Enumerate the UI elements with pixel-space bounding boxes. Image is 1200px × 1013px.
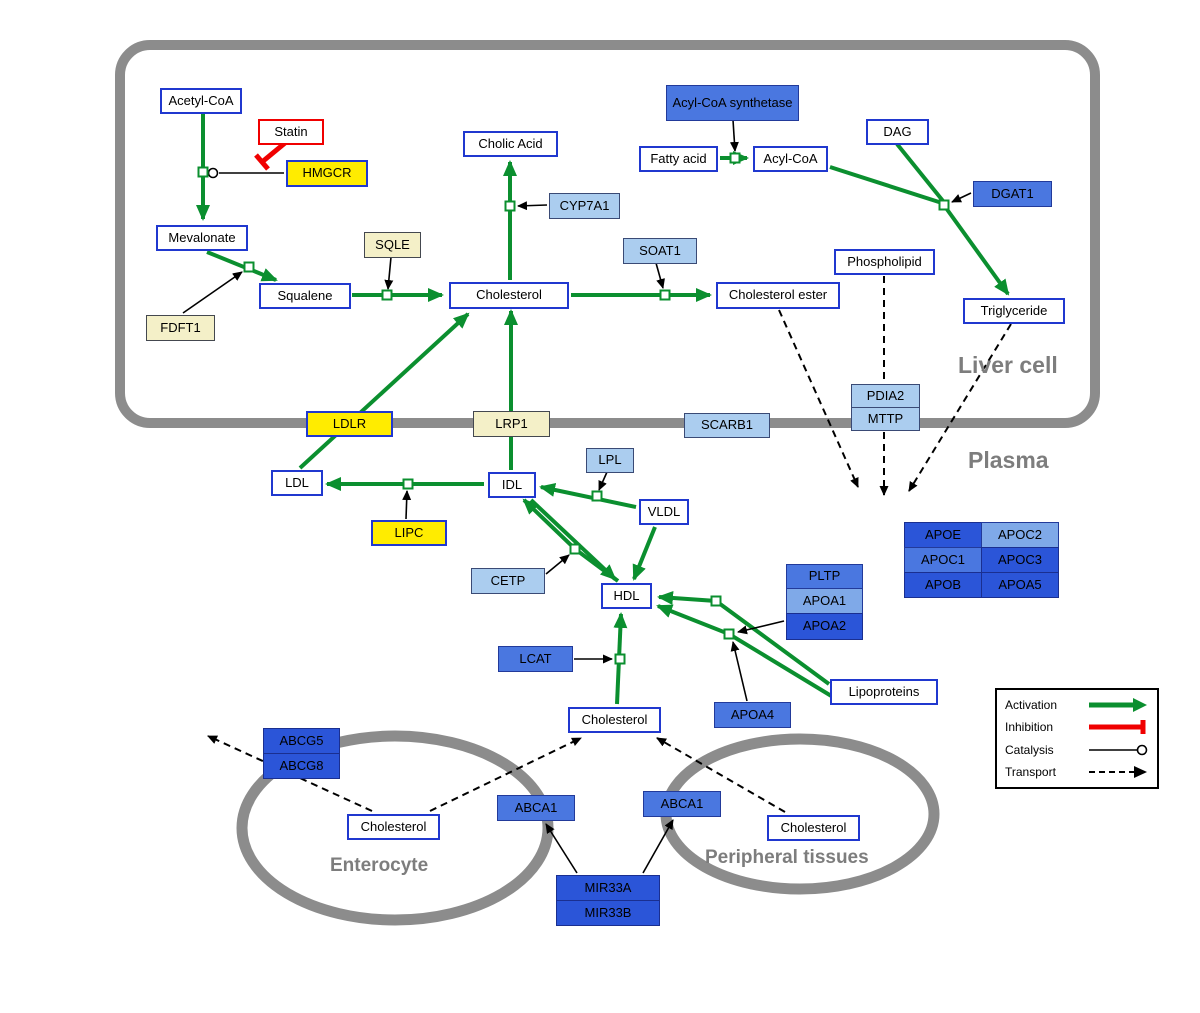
node-phospholipid[interactable]: Phospholipid <box>834 249 935 275</box>
node-abcg5[interactable]: ABCG5 <box>263 728 340 754</box>
node-acetyl-coa[interactable]: Acetyl-CoA <box>160 88 242 114</box>
liver-cell-label: Liver cell <box>958 352 1058 378</box>
peripheral-tissues-label: Peripheral tissues <box>705 847 869 868</box>
node-ldlr[interactable]: LDLR <box>306 411 393 437</box>
node-idl[interactable]: IDL <box>488 472 536 498</box>
node-soat1[interactable]: SOAT1 <box>623 238 697 264</box>
node-cholesterol-ester[interactable]: Cholesterol ester <box>716 282 840 309</box>
node-mttp[interactable]: MTTP <box>851 407 920 431</box>
inhibition-tbar-symbol <box>1089 720 1146 735</box>
node-cyp7a1[interactable]: CYP7A1 <box>549 193 620 219</box>
legend-row-activation: Activation <box>1005 697 1149 713</box>
node-lrp1[interactable]: LRP1 <box>473 411 550 437</box>
node-triglyceride[interactable]: Triglyceride <box>963 298 1065 324</box>
node-lpl[interactable]: LPL <box>586 448 634 473</box>
liver-cell-membrane <box>115 40 1100 428</box>
node-cholic-acid[interactable]: Cholic Acid <box>463 131 558 157</box>
node-cetp[interactable]: CETP <box>471 568 545 594</box>
legend-row-transport: Transport <box>1005 764 1149 780</box>
node-fatty-acid[interactable]: Fatty acid <box>639 146 718 172</box>
legend-activation-label: Activation <box>1005 698 1058 713</box>
node-cholesterol-enterocyte[interactable]: Cholesterol <box>347 814 440 840</box>
reaction-nodes <box>197 152 950 665</box>
node-cholesterol-liver[interactable]: Cholesterol <box>449 282 569 309</box>
node-apoa2[interactable]: APOA2 <box>786 613 863 640</box>
node-fdft1[interactable]: FDFT1 <box>146 315 215 341</box>
node-hdl[interactable]: HDL <box>601 583 652 609</box>
legend-catalysis-label: Catalysis <box>1005 742 1054 757</box>
node-hmgcr[interactable]: HMGCR <box>286 160 368 187</box>
node-mir33a[interactable]: MIR33A <box>556 875 660 901</box>
node-abca1-enterocyte[interactable]: ABCA1 <box>497 795 575 821</box>
node-apoa1[interactable]: APOA1 <box>786 588 863 614</box>
node-statin[interactable]: Statin <box>258 119 324 145</box>
enterocyte-label: Enterocyte <box>330 855 429 876</box>
node-apoc1[interactable]: APOC1 <box>904 547 982 573</box>
legend: Activation Inhibition Catalysis Transpor… <box>995 688 1159 789</box>
transport-dashed-arrow-symbol <box>1089 765 1147 778</box>
node-cholesterol-plasma[interactable]: Cholesterol <box>568 707 661 733</box>
node-lcat[interactable]: LCAT <box>498 646 573 672</box>
node-acyl-coa[interactable]: Acyl-CoA <box>753 146 828 172</box>
legend-row-inhibition: Inhibition <box>1005 719 1149 735</box>
node-apoc3[interactable]: APOC3 <box>981 547 1059 573</box>
node-pdia2[interactable]: PDIA2 <box>851 384 920 408</box>
node-dag[interactable]: DAG <box>866 119 929 145</box>
node-cholesterol-peripheral[interactable]: Cholesterol <box>767 815 860 841</box>
node-pltp[interactable]: PLTP <box>786 564 863 589</box>
inhibition-edge <box>254 141 287 171</box>
node-acyl-coa-synthetase[interactable]: Acyl-CoA synthetase <box>666 85 799 121</box>
node-apob[interactable]: APOB <box>904 572 982 598</box>
node-mevalonate[interactable]: Mevalonate <box>156 225 248 251</box>
node-sqle[interactable]: SQLE <box>364 232 421 258</box>
node-squalene[interactable]: Squalene <box>259 283 351 309</box>
node-abcg8[interactable]: ABCG8 <box>263 753 340 779</box>
node-lipoproteins[interactable]: Lipoproteins <box>830 679 938 705</box>
legend-inhibition-label: Inhibition <box>1005 720 1054 735</box>
node-vldl[interactable]: VLDL <box>639 499 689 525</box>
node-ldl[interactable]: LDL <box>271 470 323 496</box>
node-dgat1[interactable]: DGAT1 <box>973 181 1052 207</box>
activation-arrow-symbol <box>1089 698 1147 713</box>
node-mir33b[interactable]: MIR33B <box>556 900 660 926</box>
node-apoa4[interactable]: APOA4 <box>714 702 791 728</box>
legend-row-catalysis: Catalysis <box>1005 742 1149 758</box>
node-apoe[interactable]: APOE <box>904 522 982 548</box>
plasma-label: Plasma <box>968 447 1049 473</box>
legend-transport-label: Transport <box>1005 764 1056 779</box>
node-abca1-peripheral[interactable]: ABCA1 <box>643 791 721 817</box>
node-lipc[interactable]: LIPC <box>371 520 447 546</box>
node-apoc2[interactable]: APOC2 <box>981 522 1059 548</box>
catalysis-circle-symbol <box>1089 744 1148 755</box>
node-scarb1[interactable]: SCARB1 <box>684 413 770 438</box>
node-apoa5[interactable]: APOA5 <box>981 572 1059 598</box>
membranes <box>115 40 1100 926</box>
